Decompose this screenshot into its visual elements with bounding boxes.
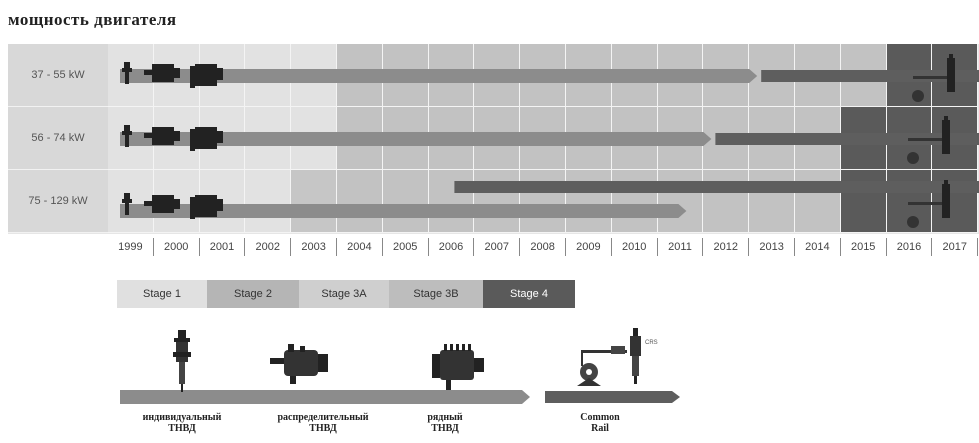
row-common-rail-icon-2 xyxy=(907,116,950,164)
row-label-3: 75 - 129 kW xyxy=(8,170,108,233)
row-common-rail-icon-3 xyxy=(907,180,950,228)
row-pump-icons-3 xyxy=(122,193,223,219)
common-rail-bar-row-3 xyxy=(454,181,979,193)
year-label-2010: 2010 xyxy=(612,238,658,256)
year-label-2009: 2009 xyxy=(566,238,612,256)
year-label-2002: 2002 xyxy=(245,238,292,256)
year-label-2003: 2003 xyxy=(291,238,337,256)
year-label-2013: 2013 xyxy=(749,238,795,256)
legend-stage-4: Stage 4 xyxy=(483,280,575,308)
stage-cell xyxy=(291,170,337,233)
year-label-2015: 2015 xyxy=(841,238,887,256)
row-label-1: 37 - 55 kW xyxy=(8,44,108,107)
unit-pump-icon xyxy=(173,330,191,392)
year-label-2005: 2005 xyxy=(383,238,429,256)
stage-cell xyxy=(566,170,612,233)
year-label-2008: 2008 xyxy=(520,238,566,256)
year-label-2014: 2014 xyxy=(795,238,841,256)
year-label-1999: 1999 xyxy=(108,238,154,256)
stage-cell xyxy=(932,170,979,233)
stage-cell xyxy=(749,170,795,233)
stage-cell xyxy=(382,170,429,233)
stage-cell xyxy=(840,170,887,233)
common-rail-bar-row-2 xyxy=(715,133,979,145)
pump-key-graphic: CRS xyxy=(120,328,680,404)
technology-timeline xyxy=(120,54,979,228)
stage-cell xyxy=(795,170,841,233)
row-label-2: 56 - 74 kW xyxy=(8,107,108,170)
row-common-rail-icon-1 xyxy=(912,54,955,102)
year-label-2001: 2001 xyxy=(200,238,246,256)
inline-pump-icon xyxy=(432,344,484,390)
mechanical-arrow-row-1 xyxy=(120,69,758,83)
stage-cell xyxy=(703,170,750,233)
year-label-2000: 2000 xyxy=(154,238,200,256)
stage-cell xyxy=(474,170,521,233)
mechanical-pump-arrow xyxy=(120,390,530,404)
stage-cell xyxy=(520,170,566,233)
emission-stage-chart: 37 - 55 kW 56 - 74 kW 75 - 129 kW xyxy=(8,44,979,234)
year-label-2006: 2006 xyxy=(429,238,475,256)
row-pump-icons-1 xyxy=(122,62,223,88)
legend-stage-2: Stage 2 xyxy=(207,280,299,308)
year-label-2011: 2011 xyxy=(658,238,704,256)
year-label-2007: 2007 xyxy=(474,238,521,256)
year-label-2004: 2004 xyxy=(337,238,383,256)
year-label-2012: 2012 xyxy=(703,238,750,256)
mechanical-arrow-row-3 xyxy=(120,204,687,218)
stage-cell xyxy=(611,170,658,233)
stage-cell xyxy=(657,170,704,233)
stage-cell xyxy=(245,170,292,233)
legend-stage-3a: Stage 3A xyxy=(299,280,389,308)
year-label-2016: 2016 xyxy=(887,238,933,256)
common-rail-arrow xyxy=(545,391,680,403)
common-rail-icon: CRS xyxy=(577,328,658,386)
legend-stage-1: Stage 1 xyxy=(117,280,207,308)
stage-cell xyxy=(337,170,383,233)
stage-cell xyxy=(428,170,475,233)
mechanical-arrow-row-2 xyxy=(120,132,712,146)
row-pump-icons-2 xyxy=(122,125,223,151)
crs-label: CRS xyxy=(645,340,658,346)
year-label-2017: 2017 xyxy=(932,238,979,256)
legend-stage-3b: Stage 3B xyxy=(389,280,483,308)
page-title: мощность двигателя xyxy=(8,10,177,29)
distributor-pump-icon xyxy=(270,344,328,384)
